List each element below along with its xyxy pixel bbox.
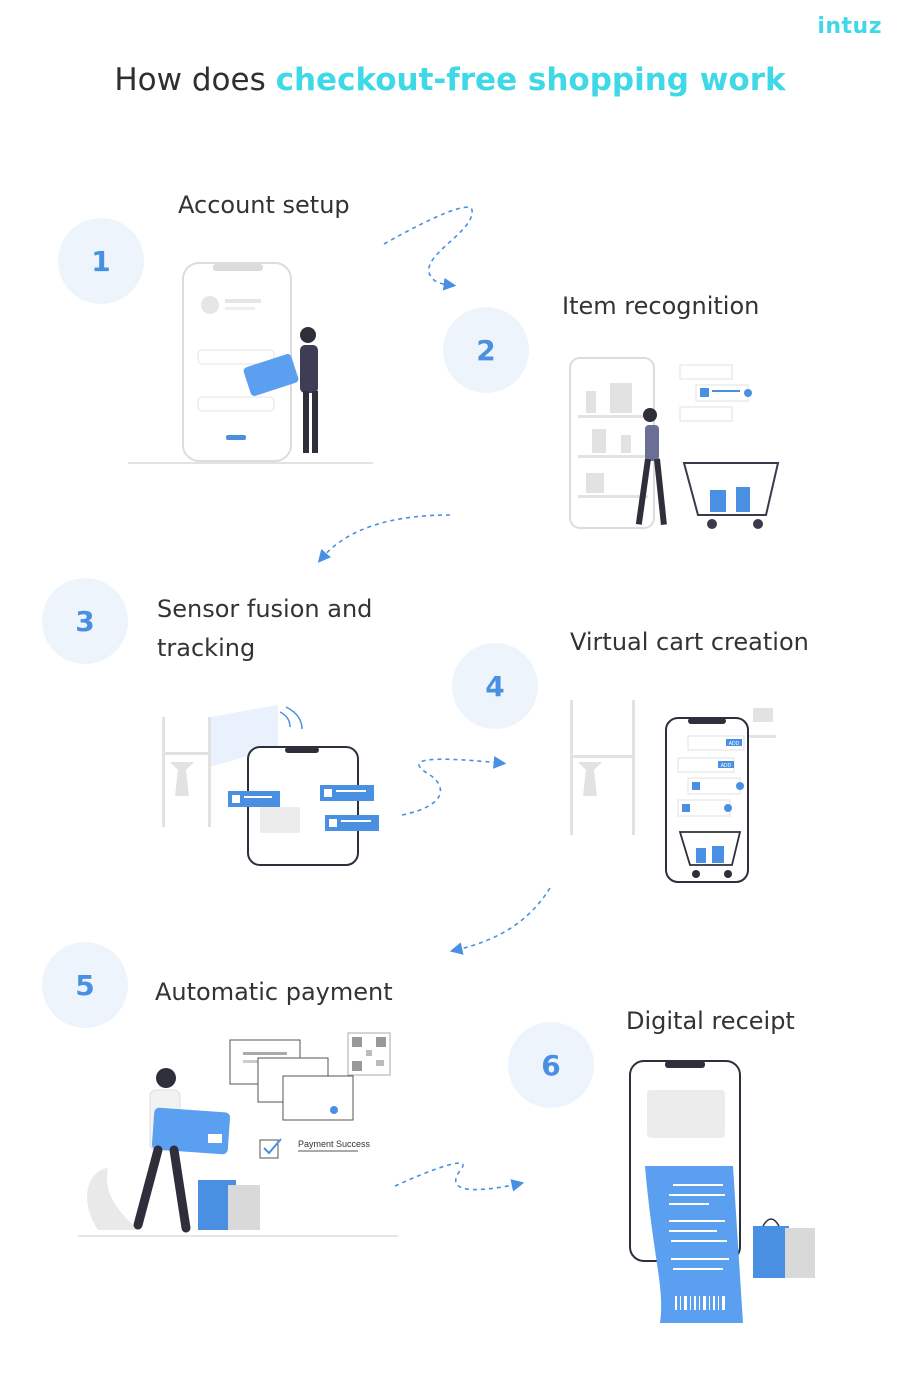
automatic-payment-illustration: Payment Success [78, 1032, 398, 1237]
arrow-1-2 [383, 206, 473, 291]
add-badge-2: ADD [721, 763, 732, 769]
step-2-badge: 2 [443, 307, 529, 393]
arrow-3-4 [401, 755, 507, 816]
step-2-label: Item recognition [562, 292, 760, 320]
account-setup-illustration [128, 262, 373, 464]
step-5-badge: 5 [42, 942, 128, 1028]
title-prefix: How does [114, 62, 276, 98]
step-5-label: Automatic payment [155, 978, 393, 1006]
item-recognition-illustration [569, 357, 780, 529]
virtual-cart-illustration: ADD ADD [570, 700, 776, 883]
step-4-badge: 4 [452, 643, 538, 729]
arrow-2-3 [317, 514, 451, 563]
step-1-label: Account setup [178, 191, 350, 219]
intuz-logo: intuz [817, 14, 882, 39]
arrow-4-5 [449, 887, 551, 955]
step-4-label: Virtual cart creation [570, 628, 809, 656]
title-highlight: checkout-free shopping work [275, 62, 786, 98]
step-1-badge: 1 [58, 218, 144, 304]
digital-receipt-illustration [629, 1060, 815, 1323]
payment-success-text: Payment Success [298, 1139, 371, 1149]
add-badge-1: ADD [729, 741, 740, 747]
step-3-badge: 3 [42, 578, 128, 664]
page-title: How does checkout-free shopping work [0, 62, 900, 98]
step-6-label: Digital receipt [626, 1007, 795, 1035]
step-6-badge: 6 [508, 1022, 594, 1108]
step-3-label-line2: tracking [157, 634, 256, 662]
sensor-fusion-illustration [162, 705, 379, 866]
step-3-label-line1: Sensor fusion and [157, 595, 373, 623]
arrow-5-6 [394, 1162, 525, 1192]
